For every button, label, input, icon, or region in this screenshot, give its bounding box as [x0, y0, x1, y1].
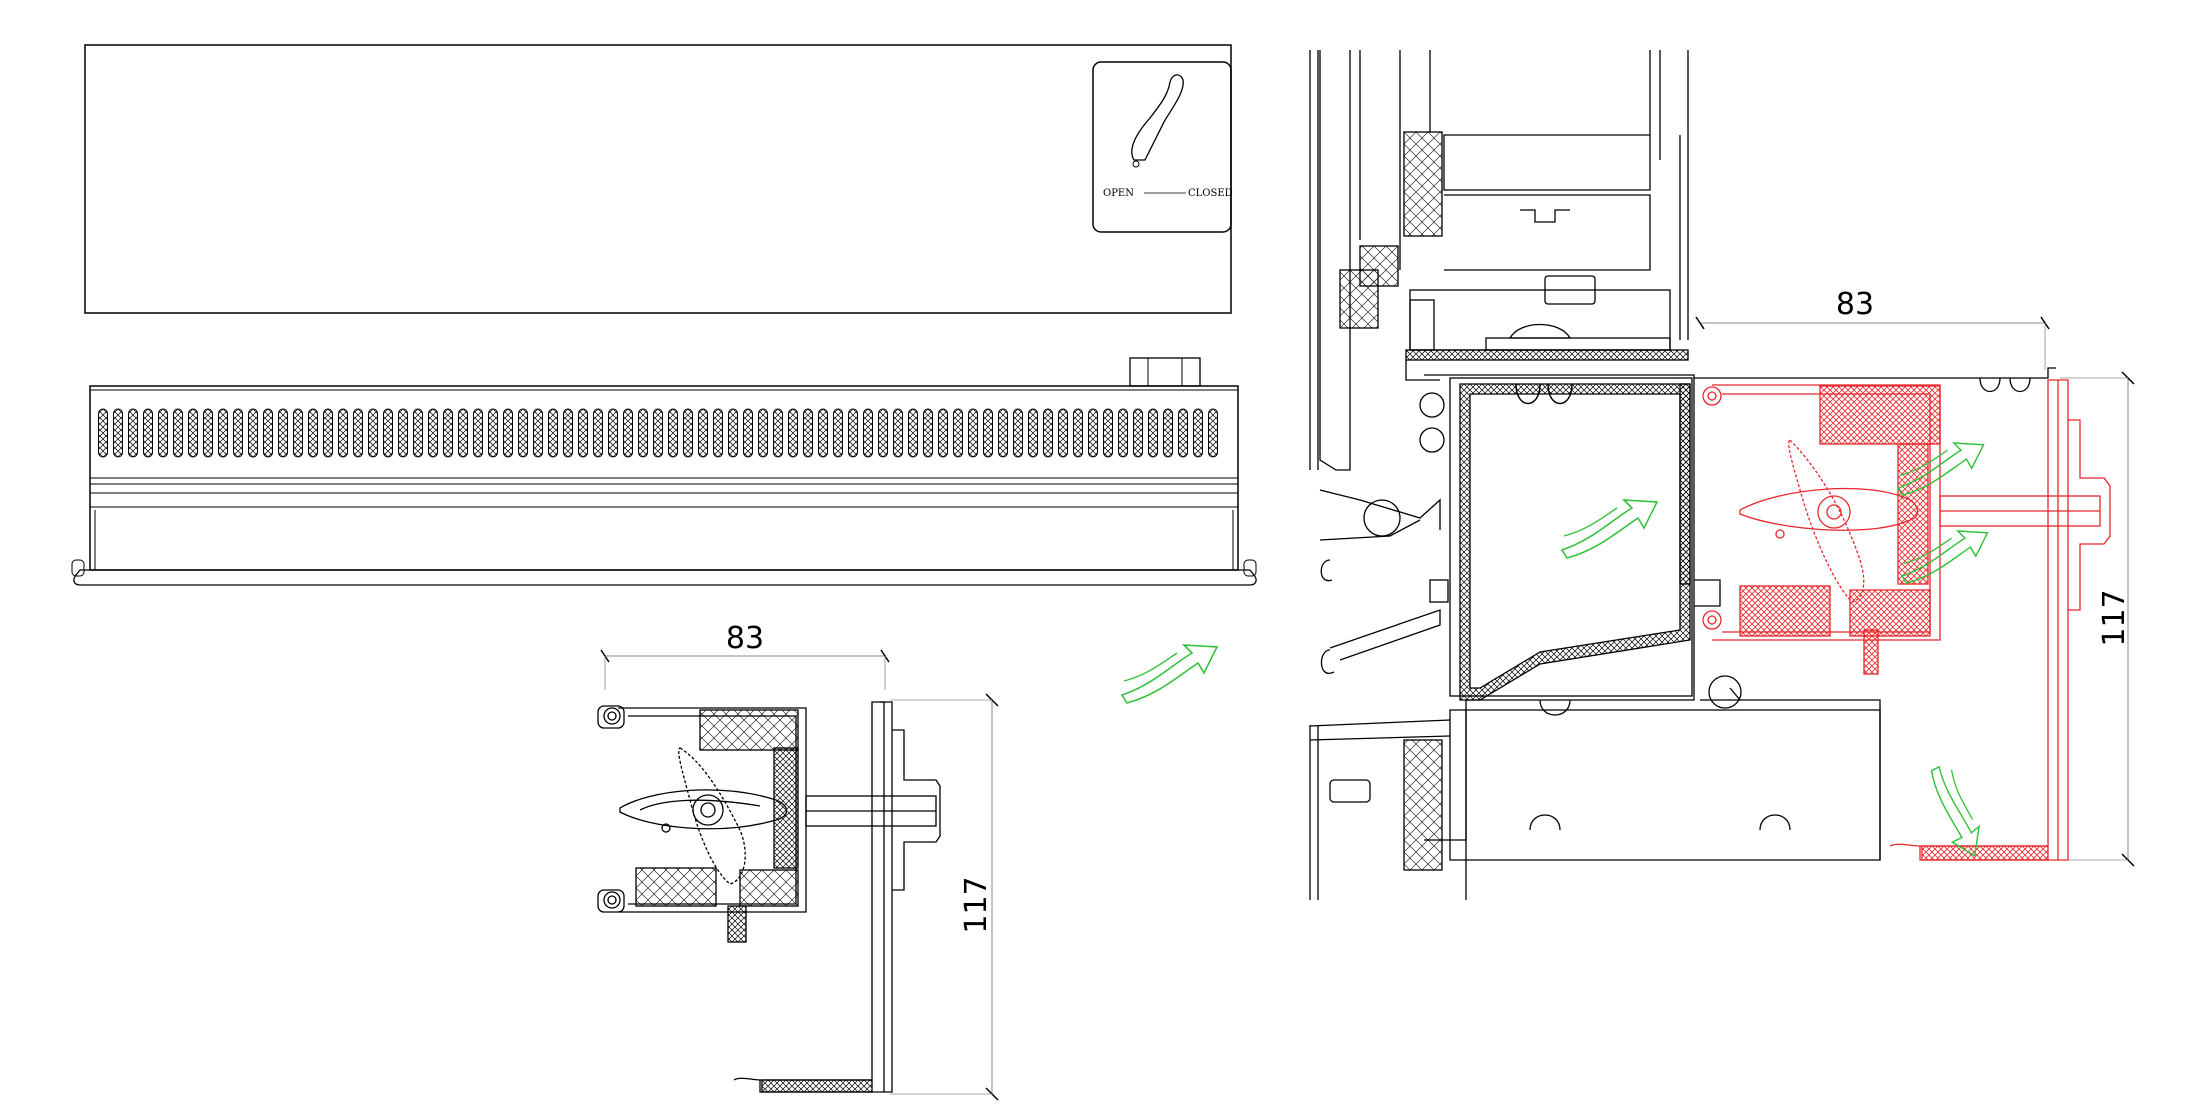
vent-slot	[608, 408, 618, 458]
closed-label: CLOSED	[1188, 188, 1233, 199]
vent-slot	[143, 408, 153, 458]
vent-slot	[743, 408, 753, 458]
vent-slot	[998, 408, 1008, 458]
vent-slot	[383, 408, 393, 458]
vent-slot	[578, 408, 588, 458]
vent-slot	[968, 408, 978, 458]
handle-label-box: OPEN CLOSED	[1092, 61, 1233, 233]
vent-slot	[638, 408, 648, 458]
vent-slot	[473, 408, 483, 458]
handle-icon	[1131, 74, 1184, 168]
vent-slot	[293, 408, 303, 458]
window-frame	[1309, 50, 2056, 900]
vent-slot	[263, 408, 273, 458]
vent-slot	[848, 408, 858, 458]
vent-slot	[428, 408, 438, 458]
vent-slot	[653, 408, 663, 458]
vent-slot	[113, 408, 123, 458]
vent-slot	[788, 408, 798, 458]
vent-slot	[1043, 408, 1053, 458]
vent-slot	[563, 408, 573, 458]
airflow-arrow-icon	[1121, 644, 1218, 704]
vent-slot	[803, 408, 813, 458]
vent-slot	[1118, 408, 1128, 458]
vent-slot	[443, 408, 453, 458]
vent-slot	[1193, 408, 1203, 458]
vent-slot	[353, 408, 363, 458]
vent-slot	[368, 408, 378, 458]
vent-slot	[668, 408, 678, 458]
vent-slot	[398, 408, 408, 458]
airflow-arrow-icon	[1923, 765, 1985, 857]
vent-slot	[923, 408, 933, 458]
installed-dimension-height: 117	[2060, 371, 2135, 867]
vent-slot	[1103, 408, 1113, 458]
vent-slot	[1208, 408, 1218, 458]
dimension-height: 117	[890, 693, 999, 1101]
vent-slot	[503, 408, 513, 458]
open-label: OPEN	[1103, 188, 1134, 199]
vent-slot	[518, 408, 528, 458]
vent-slot	[1028, 408, 1038, 458]
vent-slot	[938, 408, 948, 458]
vent-slot	[953, 408, 963, 458]
vent-top-panel: OPEN CLOSED	[84, 44, 1233, 314]
vent-slot	[1148, 408, 1158, 458]
vent-slot	[683, 408, 693, 458]
vent-slot	[173, 408, 183, 458]
vent-slot	[863, 408, 873, 458]
vent-slot	[248, 408, 258, 458]
vent-slot	[593, 408, 603, 458]
vent-slot	[458, 408, 468, 458]
vent-slot	[308, 408, 318, 458]
actuator-housing	[1129, 357, 1201, 387]
dimension-width-value: 83	[726, 621, 764, 656]
vent-slot	[983, 408, 993, 458]
vent-slot	[833, 408, 843, 458]
vent-slot	[893, 408, 903, 458]
vent-slot	[233, 408, 243, 458]
vent-slot	[128, 408, 138, 458]
vent-slot	[323, 408, 333, 458]
vent-slot	[1073, 408, 1083, 458]
vent-slot	[338, 408, 348, 458]
vent-slot	[548, 408, 558, 458]
vent-slot	[533, 408, 543, 458]
vent-slot	[1088, 408, 1098, 458]
vent-slot	[1133, 408, 1143, 458]
installed-dimension-width-value: 83	[1836, 287, 1874, 322]
detail-section: 83 117	[597, 621, 999, 1101]
vent-slot	[98, 408, 108, 458]
vent-slot	[878, 408, 888, 458]
installed-dimension-width: 83	[1695, 287, 2050, 370]
vent-slot	[1178, 408, 1188, 458]
vent-slot	[413, 408, 423, 458]
vent-slot	[818, 408, 828, 458]
installed-dimension-height-value: 117	[2097, 589, 2132, 646]
vent-slot	[758, 408, 768, 458]
dimension-height-value: 117	[959, 876, 994, 933]
vent-slot	[908, 408, 918, 458]
vent-slot-row	[98, 408, 1218, 458]
vent-slot	[1058, 408, 1068, 458]
vent-slot	[158, 408, 168, 458]
vent-slot	[728, 408, 738, 458]
vent-slot	[188, 408, 198, 458]
installed-section: 83 117	[1309, 50, 2135, 900]
vent-slot	[203, 408, 213, 458]
vent-front-elevation	[71, 357, 1257, 586]
vent-slot	[1013, 408, 1023, 458]
vent-unit-highlight	[1702, 379, 2111, 861]
vent-slot	[488, 408, 498, 458]
vent-slot	[278, 408, 288, 458]
vent-slot	[1163, 408, 1173, 458]
vent-slot	[698, 408, 708, 458]
vent-slot	[623, 408, 633, 458]
vent-slot	[713, 408, 723, 458]
vent-slot	[773, 408, 783, 458]
dimension-width: 83	[600, 621, 890, 690]
vent-slot	[218, 408, 228, 458]
